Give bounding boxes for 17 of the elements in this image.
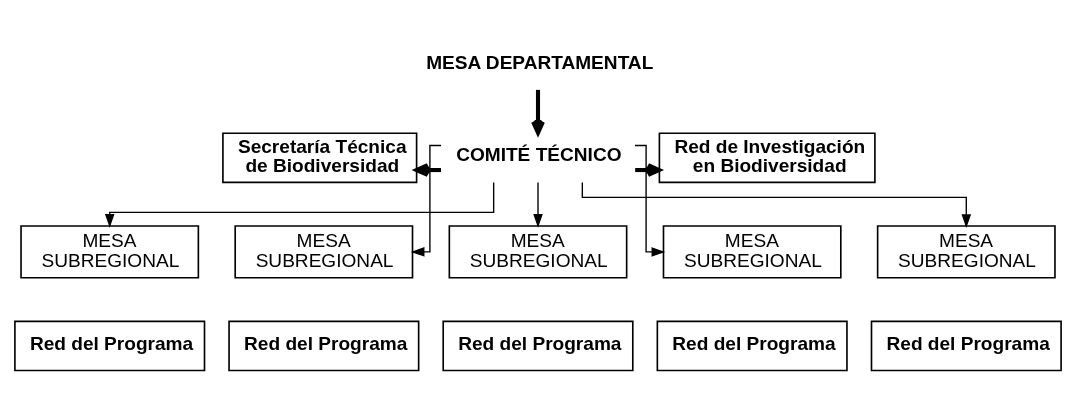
node-text: COMITÉ TÉCNICO (456, 143, 622, 165)
node-box: Red del Programa (656, 320, 848, 371)
node-box: Red del Programa (442, 320, 634, 371)
node-box: Red del Programa (870, 320, 1062, 371)
node-box: Red de Investigación en Biodiversidad (658, 131, 876, 183)
arrow (104, 181, 495, 228)
node-box: MESA SUBREGIONAL (20, 224, 200, 279)
node-text: MESA DEPARTAMENTAL (426, 51, 654, 73)
node-box: MESA SUBREGIONAL (662, 224, 842, 279)
node-box: MESA SUBREGIONAL (448, 224, 628, 279)
node-box: Secretaría Técnica de Biodiversidad (222, 131, 418, 183)
node-box: Red del Programa (14, 320, 206, 371)
node-box: MESA SUBREGIONAL (876, 224, 1056, 279)
arrow (533, 181, 543, 228)
node-box: Red del Programa (228, 320, 420, 371)
arrow (531, 89, 545, 135)
node-box: MESA SUBREGIONAL (234, 224, 414, 279)
